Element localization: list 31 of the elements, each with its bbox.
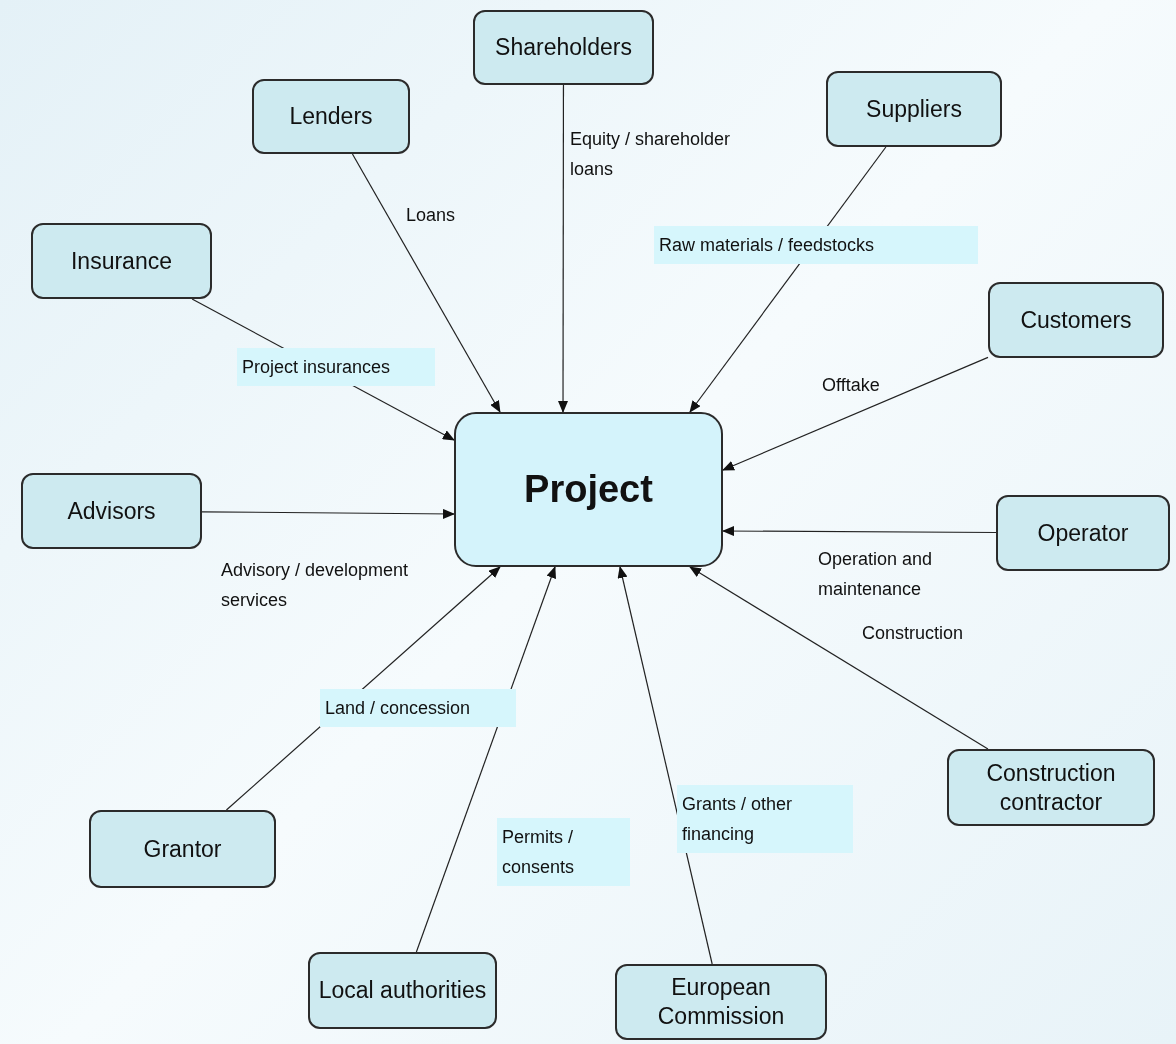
edge-label: Raw materials / feedstocks [654, 226, 978, 264]
stakeholder-box: Shareholders [473, 10, 654, 85]
arrow [689, 566, 989, 750]
edge-label: Grants / other financing [677, 785, 853, 853]
edge-label: Land / concession [320, 689, 516, 727]
edge-label: Operation and maintenance [818, 548, 934, 601]
project-box: Project [454, 412, 723, 567]
stakeholder-box: Grantor [89, 810, 276, 888]
edge-label: Construction [862, 622, 965, 645]
stakeholder-box: Suppliers [826, 71, 1002, 147]
edge-label: Advisory / development services [221, 559, 410, 612]
arrow [558, 84, 568, 413]
stakeholder-box: Advisors [21, 473, 202, 549]
arrow [617, 566, 713, 965]
stakeholder-box: European Commission [615, 964, 827, 1040]
stakeholder-box: Lenders [252, 79, 410, 154]
arrow [351, 153, 501, 413]
stakeholder-box: Operator [996, 495, 1170, 571]
arrow [415, 566, 556, 953]
stakeholder-box: Local authorities [308, 952, 497, 1029]
arrow [201, 508, 455, 519]
arrow [722, 356, 989, 471]
stakeholder-box: Construction contractor [947, 749, 1155, 826]
edge-label: Offtake [822, 374, 881, 397]
edge-label: Loans [406, 204, 457, 227]
edge-label: Permits / consents [497, 818, 630, 886]
stakeholder-box: Customers [988, 282, 1164, 358]
edge-label: Project insurances [237, 348, 435, 386]
edge-label: Equity / shareholder loans [570, 128, 732, 181]
arrow [722, 526, 997, 537]
stakeholder-box: Insurance [31, 223, 212, 299]
